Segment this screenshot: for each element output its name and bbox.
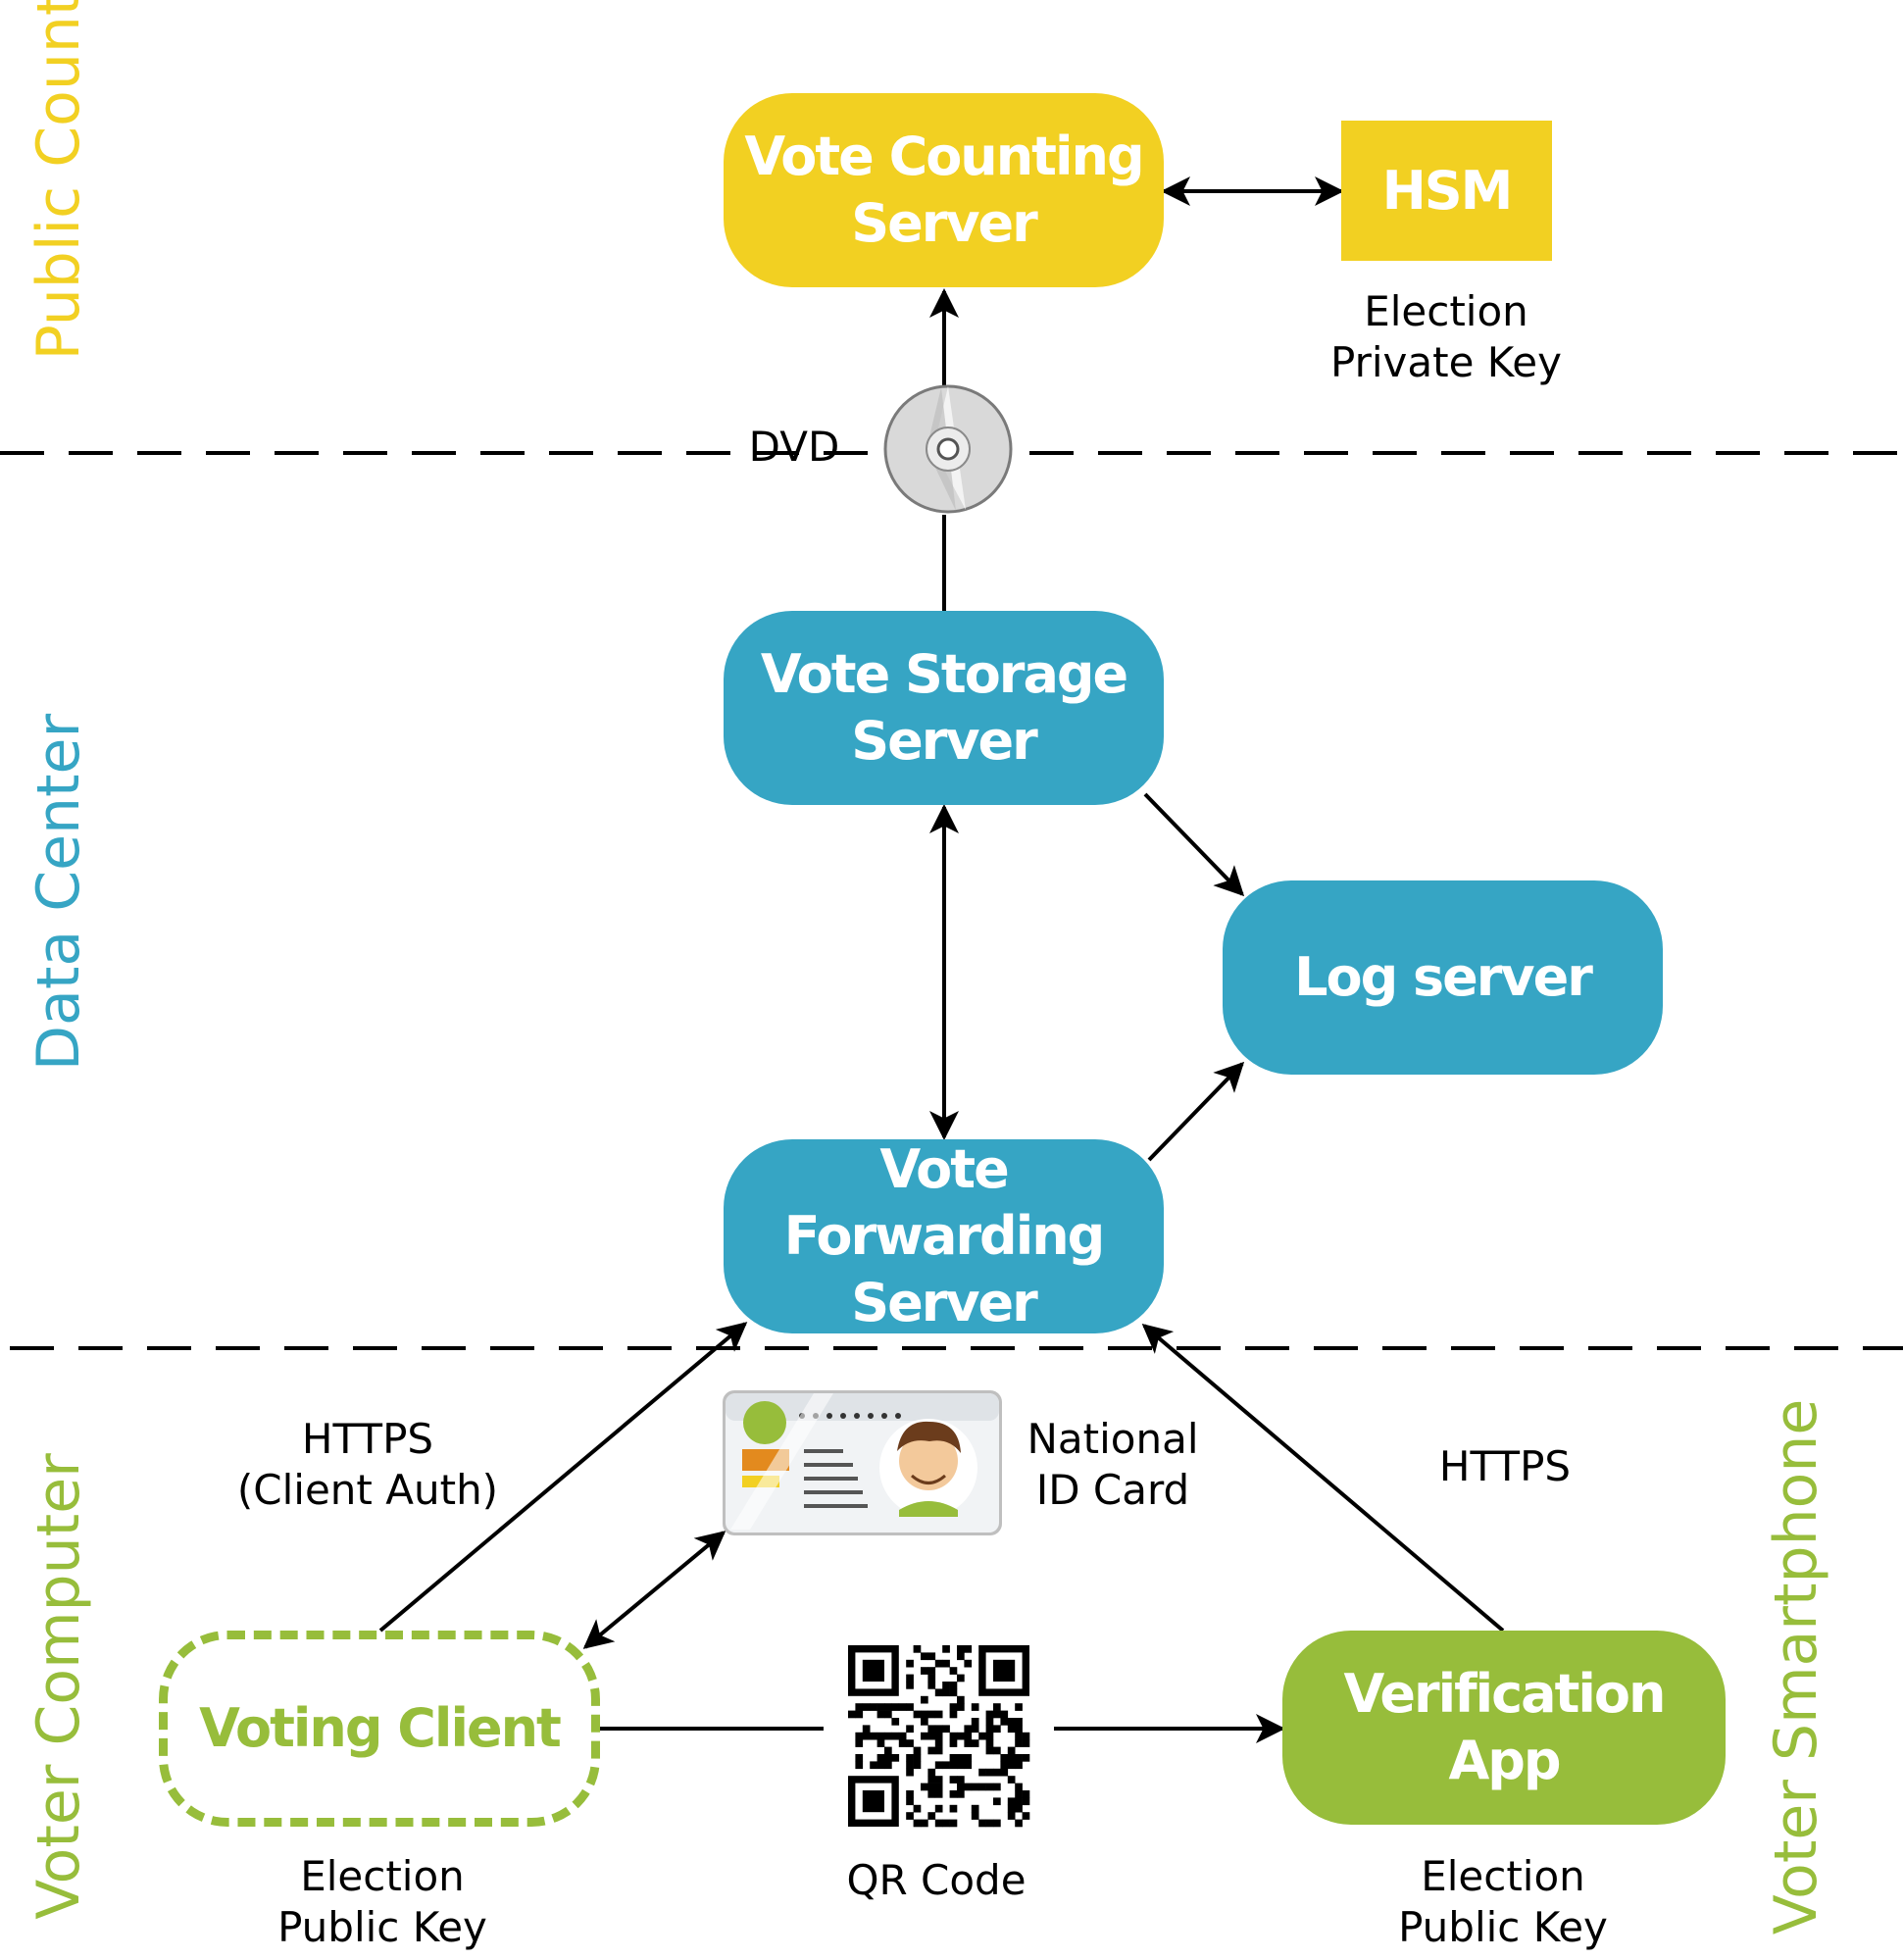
zone-label-voter-computer: Voter Computer	[25, 1453, 93, 1920]
caption-national-id-card: National ID Card	[1027, 1415, 1199, 1514]
vote-forwarding-server-node: Vote Forwarding Server	[724, 1138, 1164, 1333]
zone-label-data-center: Data Center	[25, 713, 93, 1072]
zone-label-public-count: Public Count	[25, 0, 93, 361]
qr-code-icon	[848, 1645, 1030, 1828]
caption-election-private-key: Election Private Key	[1330, 287, 1562, 386]
vote-counting-server-node: Vote Counting Server	[724, 93, 1164, 287]
vote-storage-server-node: Vote Storage Server	[724, 611, 1164, 805]
dvd-disc-icon	[883, 384, 1013, 514]
voting-client-node: Voting Client	[159, 1631, 600, 1827]
caption-election-public-key-client: Election Public Key	[277, 1852, 487, 1951]
arrow-forwarding-to-log	[1147, 1061, 1245, 1162]
arrow-client-idcard	[582, 1531, 726, 1649]
caption-https-client-auth: HTTPS (Client Auth)	[236, 1415, 499, 1514]
arrow-app-to-forwarding	[1141, 1324, 1505, 1633]
caption-qr-code: QR Code	[846, 1856, 1027, 1904]
caption-election-public-key-app: Election Public Key	[1398, 1852, 1608, 1951]
national-id-card-icon	[723, 1390, 1002, 1535]
zone-label-voter-smartphone: Voter Smartphone	[1762, 1398, 1830, 1935]
caption-https: HTTPS	[1438, 1442, 1572, 1490]
verification-app-node: Verification App	[1282, 1631, 1726, 1825]
hsm-node: HSM	[1341, 121, 1552, 261]
arrow-storage-to-log	[1143, 792, 1245, 897]
caption-dvd: DVD	[748, 423, 840, 471]
arrow-client-to-forwarding	[378, 1322, 748, 1633]
log-server-node: Log server	[1223, 880, 1663, 1075]
